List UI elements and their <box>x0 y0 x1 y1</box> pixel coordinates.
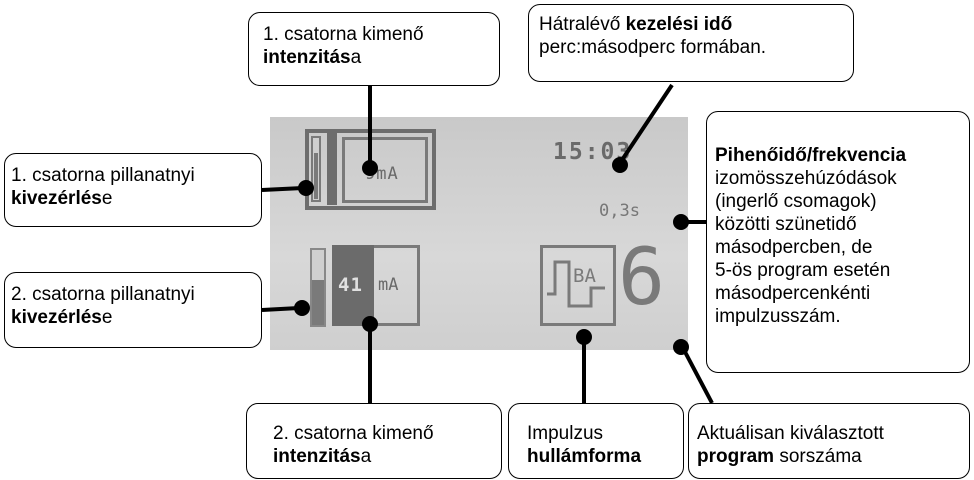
callout-pause-frequency: Pihenőidő/frekvencia izomösszehúzódások … <box>706 111 970 373</box>
callout-time-line2: perc:másodperc formában. <box>539 37 767 58</box>
callout-program: Aktuálisan kiválasztott program sorszáma <box>688 403 970 479</box>
callout-ch2-intensity-bold: intenzitás <box>273 446 361 467</box>
callout-pause-line6: másodpercenkénti <box>715 283 871 304</box>
callout-ch1-drive-suffix: e <box>101 188 113 209</box>
leader-time <box>620 83 674 162</box>
callout-ch1-drive-line1: 1. csatorna pillanatnyi <box>11 165 195 186</box>
callout-pause-line5: 5-ös program esetén <box>715 260 891 281</box>
callout-pause-line3: közötti szünetidő <box>715 214 857 235</box>
callout-ch1-intensity-bold: intenzitás <box>263 47 351 68</box>
callout-time-prefix: Hátralévő <box>539 14 626 35</box>
dot-ch1-drive <box>298 180 314 196</box>
callout-time-bold: kezelési idő <box>625 14 733 35</box>
leader-ch2-drive <box>261 306 300 312</box>
callout-ch2-intensity: 2. csatorna kimenő intenzitása <box>246 403 502 479</box>
callout-ch1-intensity-suffix: a <box>350 47 362 68</box>
ch2-intensity-highlight <box>332 245 374 326</box>
waveform-box: BA <box>540 245 616 326</box>
dot-pause <box>673 214 689 230</box>
callout-ch2-intensity-line1: 2. csatorna kimenő <box>273 423 434 444</box>
ch2-drive-bar <box>310 248 326 327</box>
waveform-icon: BA <box>547 260 605 308</box>
dot-time <box>612 157 628 173</box>
callout-program-suffix: sorszáma <box>774 446 862 467</box>
callout-ch2-drive-bold: kivezérlés <box>11 307 102 328</box>
callout-ch2-drive-line1: 2. csatorna pillanatnyi <box>11 284 195 305</box>
dot-program <box>673 339 689 355</box>
callout-pause-bold: Pihenőidő/frekvencia <box>715 145 907 166</box>
callout-ch1-drive-bold: kivezérlés <box>11 188 102 209</box>
ch1-intensity-box <box>342 137 428 203</box>
program-number: 6 <box>618 233 665 323</box>
dot-ch2-intensity <box>362 316 378 332</box>
callout-pause-line2: (ingerlő csomagok) <box>715 191 877 212</box>
ch2-intensity-unit: mA <box>378 275 399 295</box>
callout-pause-line4: másodpercben, de <box>715 237 873 258</box>
callout-ch2-intensity-suffix: a <box>360 446 372 467</box>
leader-ch1-drive <box>261 186 304 192</box>
callout-ch1-intensity: 1. csatorna kimenő intenzitása <box>248 12 500 86</box>
callout-ch1-drive: 1. csatorna pillanatnyi kivezérlése <box>4 153 262 227</box>
ch1-drive-fill <box>314 152 318 199</box>
dot-ch2-drive <box>294 300 310 316</box>
dot-waveform <box>576 329 592 345</box>
callout-waveform-line1: Impulzus <box>527 423 604 444</box>
ch2-drive-fill <box>312 280 324 325</box>
ch1-drive-bar <box>311 136 321 202</box>
callout-waveform: Impulzus hullámforma <box>508 403 684 479</box>
callout-program-line1: Aktuálisan kiválasztott <box>697 423 884 444</box>
callout-ch2-drive: 2. csatorna pillanatnyi kivezérlése <box>4 272 262 348</box>
callout-ch2-drive-suffix: e <box>101 307 113 328</box>
waveform-label: BA <box>573 265 596 287</box>
ch2-intensity-value: 41 <box>338 274 363 296</box>
callout-ch1-intensity-line1: 1. csatorna kimenő <box>263 24 424 45</box>
ch1-separator <box>327 133 337 205</box>
pause-time: 0,3s <box>599 201 640 221</box>
callout-waveform-bold: hullámforma <box>527 446 642 467</box>
callout-program-bold: program <box>697 446 775 467</box>
callout-pause-line1: izomösszehúzódások <box>715 168 897 189</box>
dot-ch1-intensity <box>362 160 378 176</box>
callout-time-left: Hátralévő kezelési idő perc:másodperc fo… <box>528 4 854 82</box>
leader-program <box>682 349 714 404</box>
callout-pause-line7: impulzusszám. <box>715 306 841 327</box>
